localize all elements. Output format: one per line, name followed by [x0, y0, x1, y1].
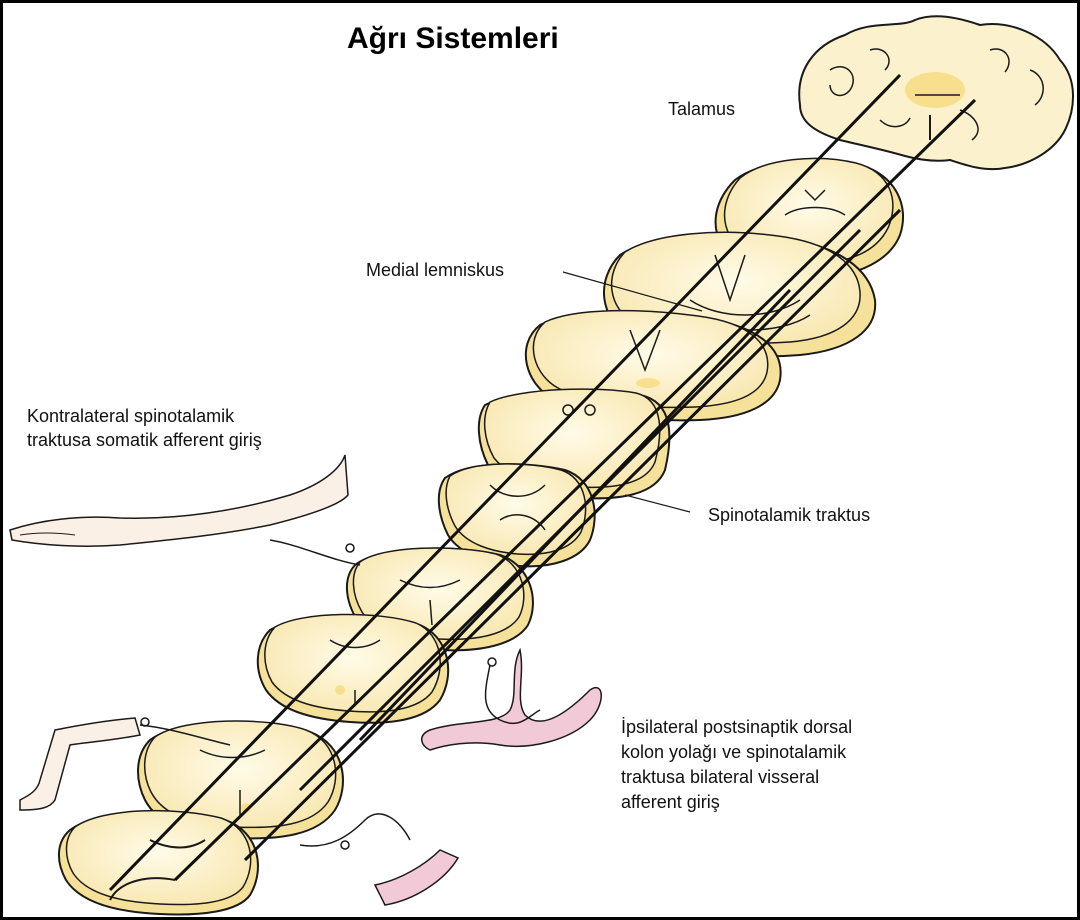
label-visceral-line3: traktusa bilateral visseral	[621, 765, 819, 789]
label-medial-lemniskus: Medial lemniskus	[366, 258, 504, 282]
leg	[20, 718, 140, 810]
label-visceral-line2: kolon yolağı ve spinotalamik	[621, 740, 846, 764]
intestine	[375, 850, 458, 905]
brain-section	[799, 16, 1073, 169]
label-somatic-line2: traktusa somatik afferent giriş	[27, 428, 262, 452]
label-visceral-line1: İpsilateral postsinaptik dorsal	[621, 715, 852, 739]
label-spinotalamik-traktus: Spinotalamik traktus	[708, 503, 870, 527]
label-visceral-line4: afferent giriş	[621, 790, 720, 814]
diagram-title: Ağrı Sistemleri	[347, 22, 559, 56]
arm	[10, 455, 348, 546]
label-talamus: Talamus	[668, 97, 735, 121]
label-somatic-line1: Kontralateral spinotalamik	[27, 404, 234, 428]
